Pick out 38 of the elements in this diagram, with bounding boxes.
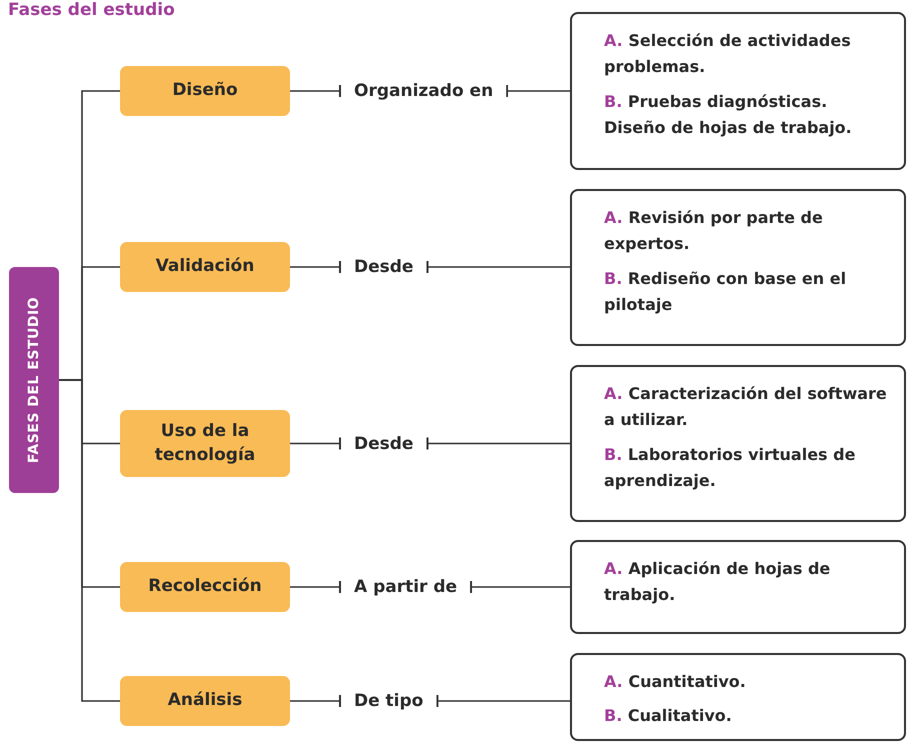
connector-label: A partir de xyxy=(354,577,458,597)
detail-text: B. Rediseño con base en el pilotaje xyxy=(604,268,848,316)
connector-line xyxy=(290,695,341,707)
connector-line xyxy=(470,581,570,593)
connector-line xyxy=(290,261,341,273)
connector-label: Organizado en xyxy=(354,81,494,101)
detail-text: B. Pruebas diagnósticas. Diseño de hojas de trabajo. xyxy=(604,90,853,140)
detail-card xyxy=(570,12,906,170)
detail-text: B. Laboratorios virtuales de aprendizaje. xyxy=(604,444,856,492)
phase-box: Uso de la tecnología xyxy=(120,410,290,477)
connector-line xyxy=(290,581,341,593)
diagram-title: Fases del estudio xyxy=(8,0,175,20)
phase-box: Análisis xyxy=(120,676,290,726)
detail-text: A. Caracterización del software a utilizar. xyxy=(604,383,888,432)
connector-line xyxy=(426,438,570,450)
detail-text: A. Selección de actividades problemas. xyxy=(604,30,852,78)
detail-text: B. Cualitativo. xyxy=(604,705,733,728)
detail-card xyxy=(570,540,906,634)
connector-line xyxy=(436,695,570,707)
connector-line xyxy=(506,85,570,97)
connector-line xyxy=(59,379,120,702)
category-bar xyxy=(9,267,59,493)
detail-card xyxy=(570,653,906,741)
connector-line xyxy=(290,85,341,97)
connector-line xyxy=(290,438,341,450)
category-label: FASES DEL ESTUDIO xyxy=(26,296,42,464)
connector-label: Desde xyxy=(354,257,414,277)
detail-card xyxy=(570,365,906,522)
connector-label: Desde xyxy=(354,434,414,454)
detail-card xyxy=(570,189,906,346)
phase-box: Diseño xyxy=(120,66,290,116)
phase-box: Validación xyxy=(120,242,290,292)
connector-line xyxy=(426,261,570,273)
connector-label: De tipo xyxy=(354,691,424,711)
detail-text: A. Cuantitativo. xyxy=(604,671,747,693)
detail-text: A. Revisión por parte de expertos. xyxy=(604,207,824,256)
detail-text: A. Aplicación de hojas de trabajo. xyxy=(604,558,832,606)
phase-box: Recolección xyxy=(120,562,290,612)
